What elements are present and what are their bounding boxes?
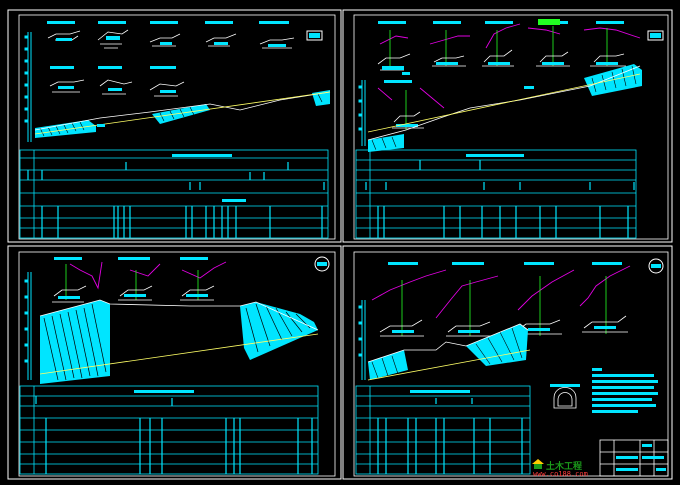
section-titles xyxy=(47,21,289,69)
sheet-top-right xyxy=(342,9,673,243)
legend-box xyxy=(306,30,323,41)
section-titles xyxy=(388,262,622,265)
table-ticks xyxy=(35,396,313,474)
design-grade-line xyxy=(367,349,531,381)
watermark: 土木工程 www.co188.com xyxy=(530,458,594,480)
design-grade-line xyxy=(34,91,331,135)
centerlines xyxy=(389,26,608,130)
profile-table xyxy=(19,385,319,475)
legend-box xyxy=(647,30,664,41)
sheet-bottom-left xyxy=(7,245,342,480)
table-ticks xyxy=(27,162,325,238)
house-logo-icon xyxy=(532,459,544,469)
notes-block xyxy=(592,368,658,413)
culvert-detail xyxy=(553,387,577,409)
table-ticks xyxy=(365,160,635,238)
elevation-scale xyxy=(24,272,32,380)
ground-line xyxy=(34,91,331,131)
table-ticks xyxy=(377,398,523,474)
elevation-scale xyxy=(358,80,366,146)
slope-lines xyxy=(371,265,631,319)
sheet-bottom-right xyxy=(342,245,673,480)
cross-sections-row1-fill xyxy=(56,36,286,47)
sheet-top-left xyxy=(7,9,342,243)
profile-table xyxy=(355,149,637,239)
elevation-scale xyxy=(358,300,366,380)
design-grade-line xyxy=(367,73,641,133)
profile-table xyxy=(19,149,329,239)
north-arrow-icon xyxy=(648,258,664,274)
cross-sections-row2 xyxy=(49,79,185,97)
profile-table xyxy=(355,385,531,475)
ground-hatch xyxy=(368,324,528,380)
centerlines xyxy=(401,276,607,336)
cross-sections xyxy=(52,285,215,303)
ground-line xyxy=(367,323,529,363)
ground-line xyxy=(367,65,641,141)
design-grade-line xyxy=(39,333,319,375)
elevation-scale xyxy=(24,32,32,142)
north-arrow-icon xyxy=(314,256,330,272)
section-titles xyxy=(54,257,208,260)
watermark-site-text: www.co188.com xyxy=(533,470,588,478)
slope-lines xyxy=(377,23,641,109)
ground-line xyxy=(39,299,319,331)
watermark-logo-text: 土木工程 xyxy=(546,462,583,472)
